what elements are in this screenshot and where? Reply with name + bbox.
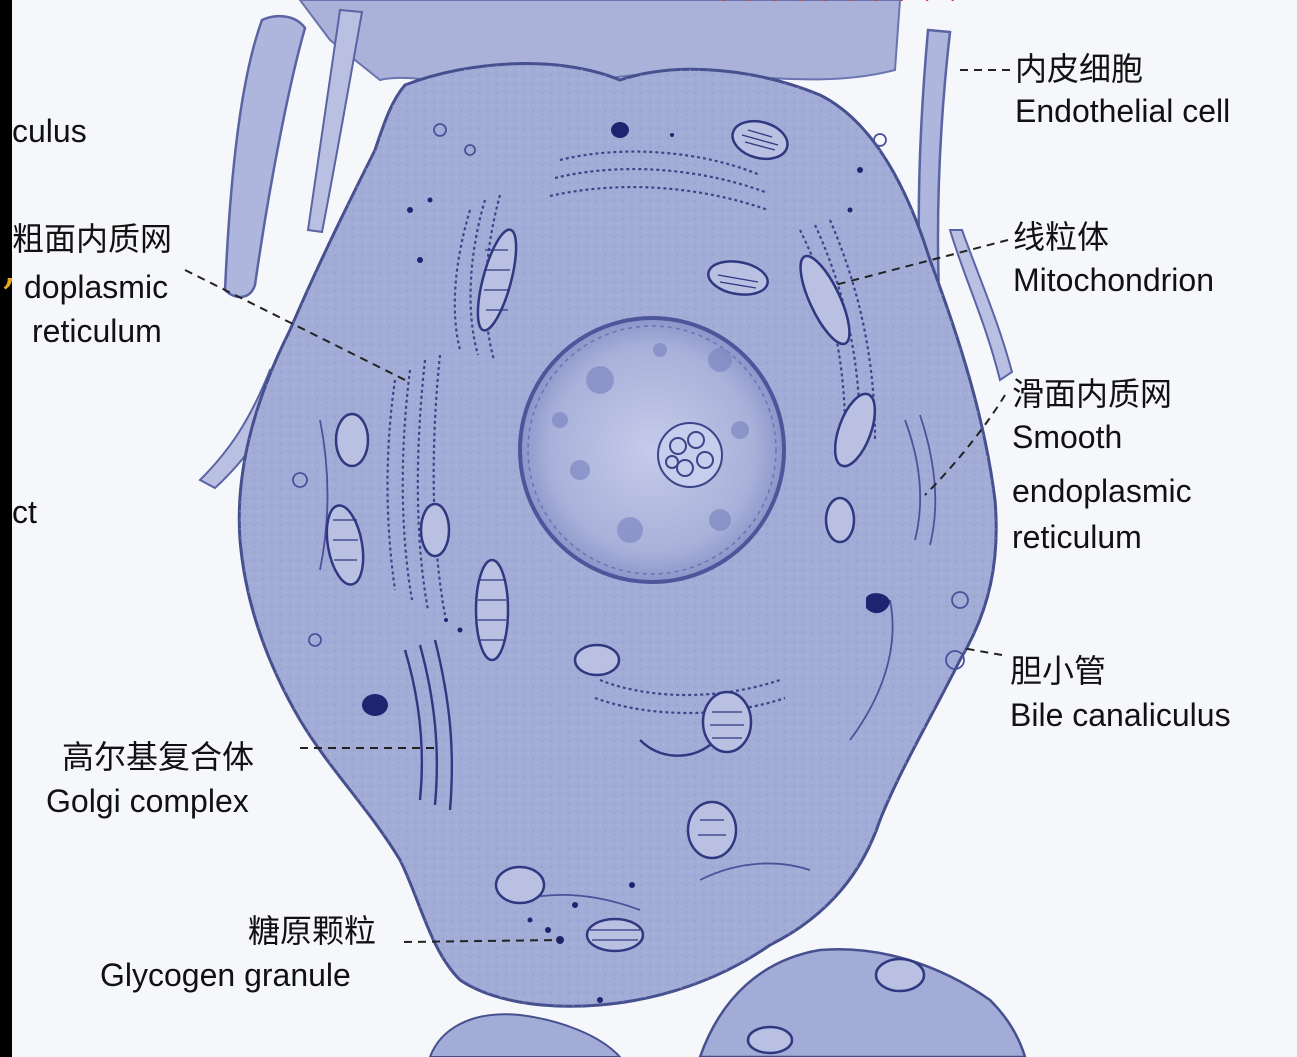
label-rer-zh: 粗面内质网 xyxy=(12,220,172,258)
neighbor-cell-bottom-left xyxy=(430,1014,620,1057)
label-bile-en: Bile canaliculus xyxy=(1010,696,1231,734)
cut-off-header-text: · · · · · · · · · · xyxy=(720,0,962,12)
label-rer-en-2: reticulum xyxy=(32,312,162,350)
label-mitochondrion-en: Mitochondrion xyxy=(1013,261,1214,299)
label-left-ct: ct xyxy=(12,493,37,531)
endothelial-strip-left-1 xyxy=(225,16,305,297)
accent-comma: , xyxy=(2,240,17,294)
label-left-culus: culus xyxy=(12,112,87,150)
label-endothelial-zh: 内皮细胞 xyxy=(1015,50,1143,88)
label-ser-en-1: Smooth xyxy=(1012,418,1122,456)
label-ser-zh: 滑面内质网 xyxy=(1012,375,1172,413)
label-golgi-zh: 高尔基复合体 xyxy=(62,738,254,776)
label-glycogen-en: Glycogen granule xyxy=(100,956,351,994)
nucleus xyxy=(520,318,784,582)
label-bile-zh: 胆小管 xyxy=(1010,652,1106,690)
label-golgi-en: Golgi complex xyxy=(46,782,249,820)
label-rer-en-1: doplasmic xyxy=(24,268,168,306)
label-glycogen-zh: 糖原颗粒 xyxy=(248,912,376,950)
nucleolus xyxy=(658,423,722,487)
label-ser-en-3: reticulum xyxy=(1012,518,1142,556)
label-endothelial-en: Endothelial cell xyxy=(1015,92,1230,130)
label-ser-en-2: endoplasmic xyxy=(1012,472,1192,510)
label-mitochondrion-zh: 线粒体 xyxy=(1013,218,1109,256)
